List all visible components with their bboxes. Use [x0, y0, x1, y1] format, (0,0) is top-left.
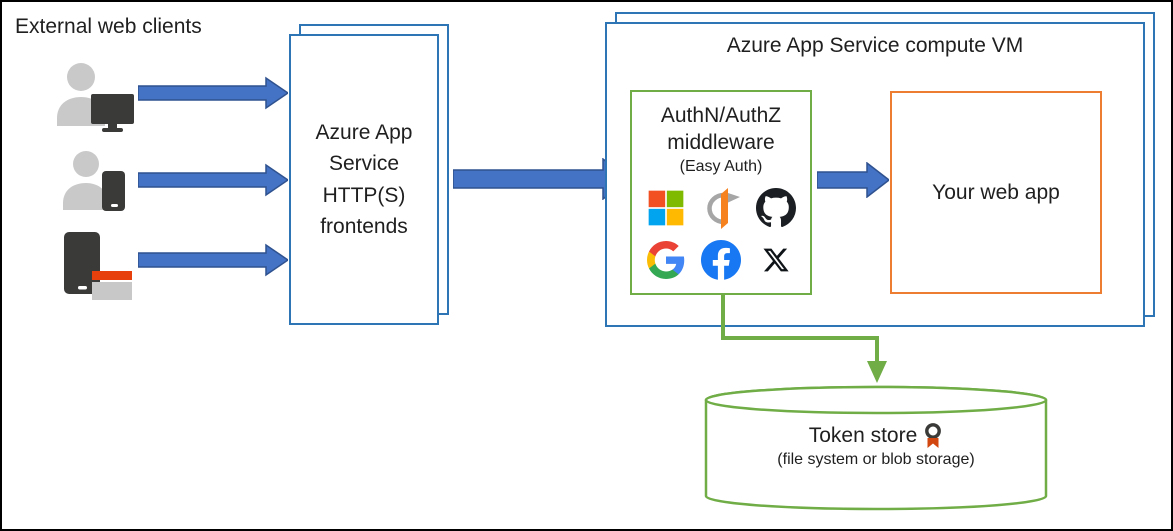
- openid-connect-icon: [698, 186, 744, 230]
- middleware-subtitle: (Easy Auth): [679, 157, 763, 175]
- client-arrow-1: [138, 76, 288, 110]
- device-with-browser-icon: [60, 230, 138, 300]
- user-with-desktop-icon: [54, 62, 136, 132]
- middleware-to-webapp-arrow: [817, 162, 889, 198]
- token-store-subtitle: (file system or blob storage): [777, 451, 975, 468]
- token-store-title: Token store: [808, 423, 918, 447]
- middleware-title: AuthN/AuthZ middleware: [660, 104, 782, 155]
- token-store-text: Token store (file system or blob storage…: [703, 422, 1049, 469]
- token-badge-icon: [923, 422, 943, 449]
- middleware-box: AuthN/AuthZ middleware (Easy Auth): [630, 90, 812, 295]
- token-store-cylinder: [703, 384, 1049, 514]
- web-app-label: Your web app: [932, 180, 1060, 204]
- user-with-phone-icon: [60, 150, 132, 212]
- compute-vm-label: Azure App Service compute VM: [726, 34, 1024, 57]
- web-app-box: Your web app: [890, 91, 1102, 294]
- google-icon: [647, 240, 685, 279]
- client-arrow-3: [138, 243, 288, 277]
- frontends-label: Azure App Service HTTP(S) frontends: [315, 120, 413, 239]
- external-web-clients-label: External web clients: [15, 15, 202, 38]
- github-icon: [756, 187, 796, 228]
- frontends-to-vm-arrow: [453, 158, 629, 200]
- microsoft-icon: [647, 189, 685, 227]
- facebook-icon: [701, 239, 741, 280]
- client-arrow-2: [138, 163, 288, 197]
- frontends-box: Azure App Service HTTP(S) frontends: [289, 34, 439, 325]
- identity-provider-icons: [632, 186, 810, 280]
- token-store-connector-arrow: [702, 293, 902, 389]
- x-twitter-icon: [762, 246, 790, 274]
